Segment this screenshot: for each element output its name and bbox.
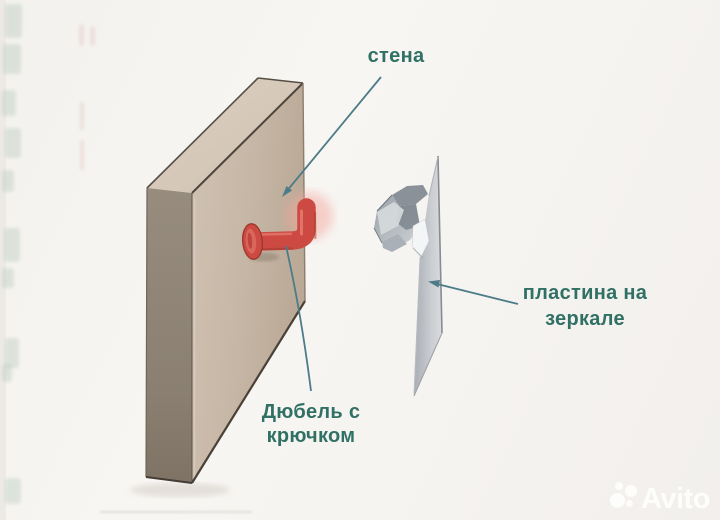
hook-highlight (259, 232, 293, 236)
plate-label: пластина на зеркале (501, 280, 669, 332)
edge-artifact (2, 170, 14, 192)
edge-artifact (2, 364, 12, 382)
bracket-edge (376, 194, 393, 212)
wall-edge (145, 187, 148, 478)
dowel-label: Дюбель с крючком (243, 401, 379, 448)
wall-shadow (130, 483, 230, 497)
wall-top-face (147, 78, 303, 193)
left-edge-strip (0, 0, 6, 520)
wall-edge (145, 476, 193, 484)
wall-edge (257, 77, 304, 84)
plate-label-line2: зеркале (545, 308, 625, 330)
dowel-pointer-line (285, 245, 312, 392)
plate-edge (413, 257, 421, 394)
wall-pointer-line (285, 76, 382, 193)
cropped-caption-artifact (100, 511, 252, 513)
plate-pointer-arrowhead (428, 280, 440, 288)
wall (145, 77, 306, 484)
plate-edge (428, 156, 439, 197)
hook-flange-center (247, 232, 253, 249)
plate-label-line1: пластина на (522, 282, 648, 304)
edge-artifact (90, 26, 95, 46)
edge-artifact (5, 478, 21, 504)
hook-dowel (241, 192, 333, 262)
bracket-back-fold (392, 185, 428, 206)
wall-edge (191, 300, 306, 484)
edge-artifact (79, 24, 84, 46)
plate-cutout-hole (411, 218, 430, 258)
bracket-highlight-fold (377, 202, 404, 235)
bracket-edge (412, 247, 424, 259)
dowel-label-line1: Дюбель с (261, 401, 361, 423)
edge-artifact (80, 102, 84, 130)
edge-artifact (80, 140, 84, 170)
wall-edge (191, 82, 304, 194)
avito-dots-icon (610, 482, 637, 508)
wall-edge (302, 82, 306, 302)
avito-wordmark: Avito (641, 483, 710, 515)
wall-edge (146, 77, 259, 189)
plate-pointer-line (432, 282, 519, 305)
edge-artifact (5, 128, 21, 158)
pointers (282, 76, 519, 392)
bracket-lower-fold (382, 234, 407, 252)
wall-side-face (146, 188, 192, 483)
hook-body (246, 198, 316, 251)
wall-pointer-arrowhead (282, 186, 292, 197)
wall-label: стена (367, 45, 425, 67)
mirror-plate (373, 155, 443, 397)
edge-artifact (2, 268, 14, 288)
edge-artifact (5, 4, 22, 38)
edge-artifact (5, 338, 19, 368)
edge-artifact (3, 44, 21, 74)
dowel-label-line2: крючком (266, 424, 356, 447)
bracket-edge (373, 227, 383, 244)
plate-edge (437, 155, 443, 334)
edge-artifact (2, 90, 16, 116)
edge-artifact (4, 228, 20, 262)
plate-edge (413, 332, 443, 397)
wall-front-face (192, 83, 305, 483)
